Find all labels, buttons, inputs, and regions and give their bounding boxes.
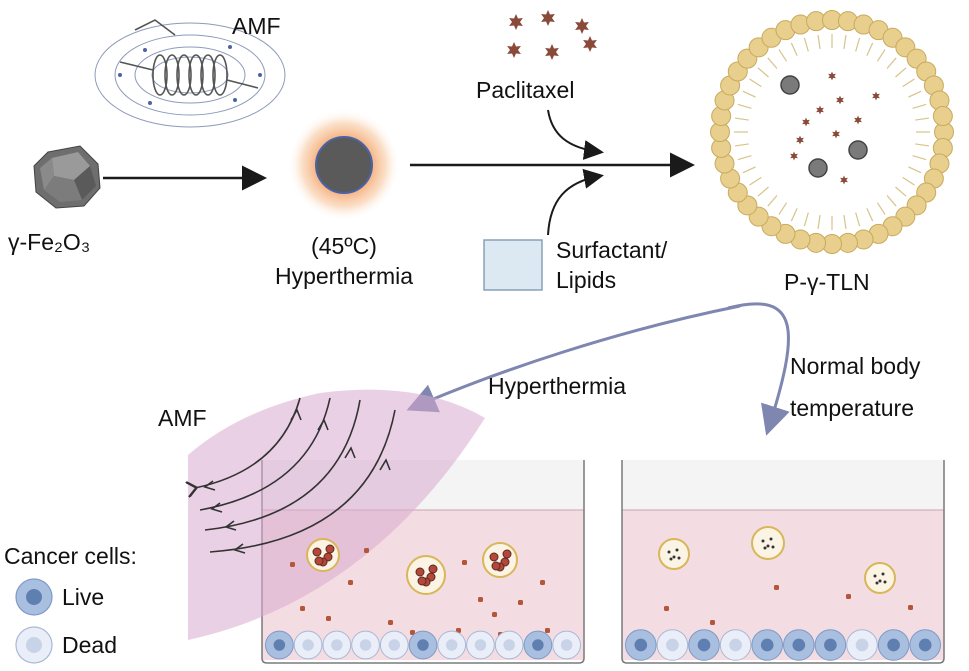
- legend-live-icon: [15, 578, 53, 616]
- arrow-normal-temperature: [727, 302, 790, 436]
- hyperthermia-label: Hyperthermia: [274, 263, 414, 289]
- vesicle: [864, 562, 896, 594]
- drug-star: [840, 175, 848, 185]
- core-particle: [808, 158, 828, 178]
- lipid-head: [932, 106, 953, 127]
- core-particle: [780, 75, 800, 95]
- drug-star: [802, 117, 810, 127]
- drug-star: [832, 129, 840, 139]
- drug-star: [541, 10, 555, 26]
- drug-star: [575, 18, 589, 34]
- legend-live-label: Live: [62, 584, 105, 610]
- drug-star: [836, 95, 844, 105]
- legend-dead-label: Dead: [62, 632, 117, 658]
- core-particle: [848, 140, 868, 160]
- released-drug: [428, 564, 438, 574]
- vesicle: [751, 526, 785, 560]
- drug-dot: [462, 560, 467, 565]
- drug-dot: [664, 606, 669, 611]
- well-contents: [290, 526, 913, 637]
- released-drug: [314, 556, 324, 566]
- released-drug: [312, 547, 322, 557]
- normal-body-label: Normal body: [790, 353, 921, 379]
- released-drug: [325, 544, 335, 554]
- lipid-box-icon: [483, 239, 543, 291]
- lipids-label: Lipids: [556, 267, 617, 293]
- drug-dot: [710, 620, 715, 625]
- drug-dot: [410, 630, 415, 635]
- drug-star: [816, 105, 824, 115]
- nanoparticle-label: P-γ-TLN: [784, 269, 870, 295]
- drug-star: [509, 14, 523, 30]
- drug-star: [790, 151, 798, 161]
- amf-top-label: AMF: [232, 13, 281, 39]
- drug-dot: [846, 594, 851, 599]
- drug-dot: [326, 616, 331, 621]
- arrow-hyperthermia-branch: [406, 304, 741, 413]
- drug-dot: [364, 548, 369, 553]
- released-drug: [502, 549, 512, 559]
- released-drug: [415, 567, 425, 577]
- drug-dot: [478, 597, 483, 602]
- heated-particle-icon: [288, 109, 400, 221]
- drug-dot: [290, 562, 295, 567]
- legend-title: Cancer cells:: [4, 543, 137, 569]
- drug-dot: [545, 628, 550, 633]
- drug-star: [796, 135, 804, 145]
- released-drug: [491, 561, 501, 571]
- drug-dot: [388, 620, 393, 625]
- vesicle: [482, 542, 518, 578]
- arrow-drug-merge: [547, 109, 604, 160]
- legend-dead-icon: [15, 626, 53, 664]
- drug-star: [507, 42, 521, 58]
- left-well-cells: [265, 630, 581, 660]
- temperature-label: (45ºC): [311, 233, 377, 259]
- drug-star: [828, 71, 836, 81]
- drug-dot: [300, 606, 305, 611]
- drug-dot: [348, 580, 353, 585]
- iron-oxide-particle-icon: [33, 145, 101, 209]
- hyperthermia-branch-label: Hyperthermia: [488, 373, 627, 399]
- temperature-branch-label: temperature: [790, 395, 915, 421]
- lipid-nanoparticle-icon: [710, 10, 954, 254]
- paclitaxel-icon: [507, 10, 597, 60]
- drug-star: [854, 115, 862, 125]
- amf-field-icon: [188, 389, 485, 640]
- amf-coil-icon: [94, 19, 286, 128]
- right-well-cells: [625, 629, 942, 661]
- arrow-lipid-merge: [547, 168, 604, 236]
- drug-dot: [518, 600, 523, 605]
- released-drug: [489, 552, 499, 562]
- drug-dot: [492, 612, 497, 617]
- vesicle: [406, 555, 446, 595]
- paclitaxel-label: Paclitaxel: [476, 77, 575, 103]
- drug-star: [583, 36, 597, 52]
- drug-dot: [540, 580, 545, 585]
- vesicle: [658, 538, 690, 570]
- surfactant-label: Surfactant/: [556, 237, 668, 263]
- released-drug: [417, 576, 427, 586]
- drug-dot: [908, 605, 913, 610]
- drug-star: [545, 44, 559, 60]
- iron-oxide-label: γ-Fe₂O₃: [8, 229, 91, 255]
- drug-dot: [774, 585, 779, 590]
- drug-star: [872, 91, 880, 101]
- amf-bottom-label: AMF: [158, 405, 207, 431]
